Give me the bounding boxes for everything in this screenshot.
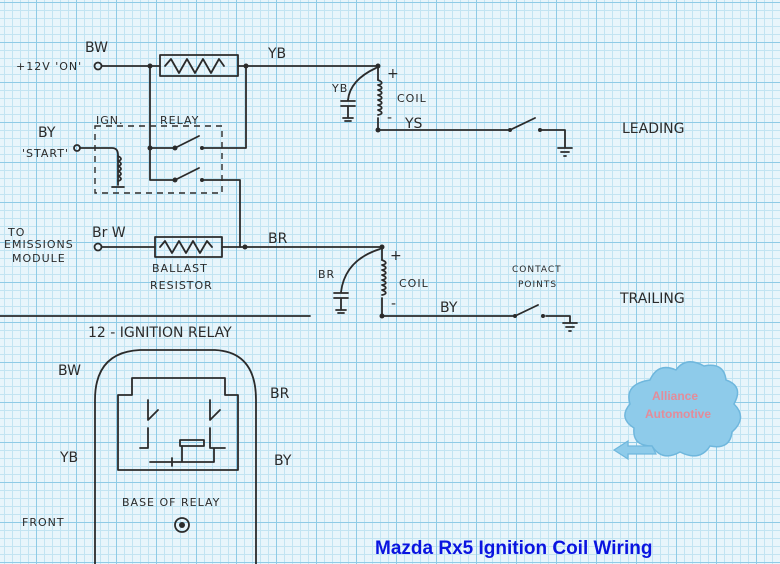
junction-dot xyxy=(541,314,545,318)
diagram-top-supply-label: +12V 'ON' xyxy=(16,60,82,73)
diagram-bottom-circuit-label: TRAILING xyxy=(619,291,685,307)
trailing-circuit: TO EMISSIONS MODULE Br W BR BALLAST RESI… xyxy=(4,225,685,332)
logo-line2-label: Automotive xyxy=(645,407,711,421)
diagram-relay-relay-label: RELAY xyxy=(160,114,199,127)
coil-points-wire xyxy=(377,65,573,157)
diagram-relay-base-base-label: BASE OF RELAY xyxy=(122,496,220,509)
relay-inner-outline xyxy=(117,377,239,471)
junction-dot xyxy=(242,244,248,250)
diagram-relay-start-label: 'START' xyxy=(22,147,69,160)
diagram-bottom-to-label: TO xyxy=(7,226,25,239)
diagram-bottom-cap-wire-label: BR xyxy=(318,268,335,281)
terminal-12v xyxy=(93,61,103,71)
diagram-relay-base-by-label: BY xyxy=(274,453,292,469)
diagram-relay-base-heading-label: 12 - IGNITION RELAY xyxy=(88,325,232,341)
resistor-top xyxy=(159,54,239,77)
diagram-relay-base-front-label: FRONT xyxy=(22,516,65,529)
junction-dot xyxy=(508,128,512,132)
junction-dot xyxy=(513,314,517,318)
relay-base-outline xyxy=(94,349,257,564)
diagram-bottom-module-label: MODULE xyxy=(12,252,66,265)
coil-points-wire-bottom xyxy=(381,246,578,332)
alliance-automotive-logo: Alliance Automotive xyxy=(612,361,742,461)
logo-line1-label: Alliance xyxy=(652,389,698,403)
relay-mount-hole xyxy=(174,517,190,533)
relay-wires xyxy=(149,65,247,248)
diagram-bottom-emissions-label: EMISSIONS xyxy=(4,238,74,251)
diagram-bottom-output-wire-label: BR xyxy=(268,231,288,247)
junction-dot xyxy=(538,128,542,132)
relay-dashed-box xyxy=(94,125,223,194)
diagram-relay-start-wire-label: BY xyxy=(38,125,56,141)
terminal-emissions xyxy=(93,242,103,252)
diagram-bottom-resistor-label: RESISTOR xyxy=(150,279,213,292)
diagram-top-supply-wire-label: BW xyxy=(85,40,108,56)
diagram-bottom-points-label: POINTS xyxy=(518,280,557,290)
capacitor-top xyxy=(340,67,377,122)
relay-coil-base xyxy=(179,439,205,447)
diagram-relay-base-bw-label: BW xyxy=(58,363,81,379)
leading-circuit: +12V 'ON' BW YB YB + COIL - YS LEADING B… xyxy=(16,40,684,248)
diagram-top-minus-label: - xyxy=(387,110,392,126)
ballast-zigzag xyxy=(159,240,213,254)
junction-dot xyxy=(200,146,204,150)
ignition-coil-top xyxy=(377,79,383,116)
diagram-top-points-wire-label: YS xyxy=(404,116,423,132)
diagram-bottom-minus-label: - xyxy=(391,296,396,312)
ballast-resistor xyxy=(154,236,223,258)
junction-dot xyxy=(147,145,153,151)
diagram-bottom-ballast-label: BALLAST xyxy=(152,262,208,275)
junction-dot xyxy=(375,127,381,133)
diagram-relay-base-br-label: BR xyxy=(270,386,290,402)
relay-switches xyxy=(174,135,200,181)
relay-base: 12 - IGNITION RELAY BW BR YB BY BASE OF … xyxy=(22,325,292,564)
ignition-coil-bottom xyxy=(381,259,387,296)
diagram-bottom-contact-label: CONTACT xyxy=(512,265,562,275)
relay-coil-wire xyxy=(79,147,125,188)
page-title: Mazda Rx5 Ignition Coil Wiring xyxy=(375,538,653,559)
diagram-top-circuit-label: LEADING xyxy=(622,121,684,137)
capacitor-bottom xyxy=(333,248,381,314)
diagram-top-output-wire-label: YB xyxy=(267,46,286,62)
junction-dot xyxy=(179,522,185,528)
diagram-top-plus-label: + xyxy=(387,66,399,82)
relay-coil xyxy=(117,155,122,182)
diagram-top-cap-wire-label: YB xyxy=(331,82,348,95)
resistor-zigzag xyxy=(164,58,225,74)
diagram-bottom-coil-label: COIL xyxy=(399,277,429,290)
junction-dot xyxy=(379,313,385,319)
diagram-relay-base-yb-label: YB xyxy=(59,450,78,466)
diagram-bottom-input-wire-label: Br W xyxy=(92,225,126,241)
diagram-bottom-plus-label: + xyxy=(390,248,402,264)
diagram-relay-ign-label: IGN. xyxy=(96,114,124,127)
relay-internal-circuit xyxy=(139,399,226,467)
diagram-top-coil-label: COIL xyxy=(397,92,427,105)
diagram-bottom-points-wire-label: BY xyxy=(440,300,458,316)
junction-dot xyxy=(200,178,204,182)
